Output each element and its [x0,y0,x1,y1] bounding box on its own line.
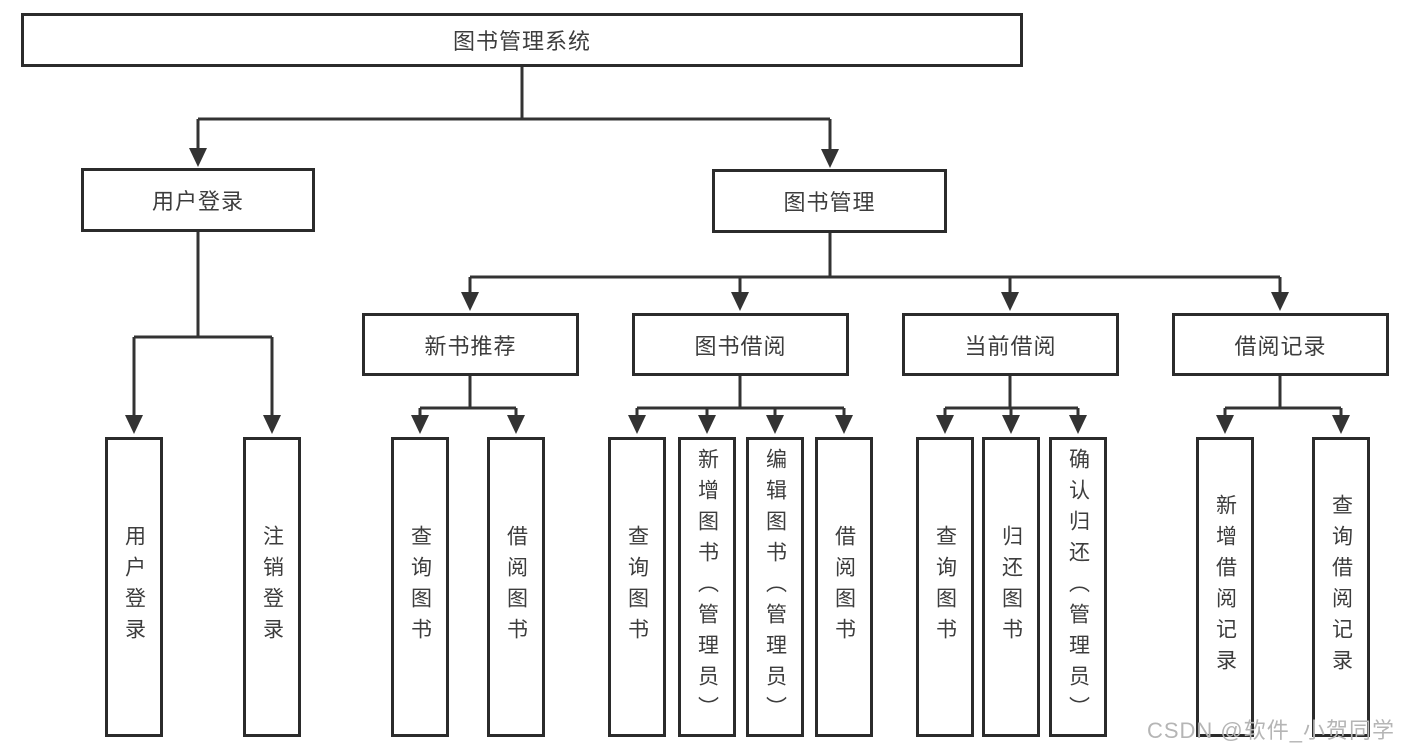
arrow-icon [1216,415,1234,434]
leaf-logout: 注销登录 [243,437,301,737]
arrow-icon [125,415,143,434]
node-root: 图书管理系统 [21,13,1023,67]
leaf-query-books-current: 查询图书 [916,437,974,737]
leaf-borrow-books-label: 借阅图书 [832,525,856,649]
leaf-query-books-borrow-label: 查询图书 [625,525,649,649]
node-new-book-rec: 新书推荐 [362,313,579,376]
leaf-edit-book-admin: 编辑图书（管理员） [746,437,804,737]
leaf-confirm-return-admin-label: 确认归还（管理员） [1066,447,1090,727]
leaf-add-book-admin-label: 新增图书（管理员） [695,447,719,727]
leaf-user-login-label: 用户登录 [122,525,146,649]
node-current-borrow: 当前借阅 [902,313,1119,376]
node-current-borrow-label: 当前借阅 [964,333,1057,359]
arrow-icon [1332,415,1350,434]
arrow-icon [263,415,281,434]
leaf-query-books-borrow: 查询图书 [608,437,666,737]
leaf-confirm-return-admin: 确认归还（管理员） [1049,437,1107,737]
arrow-icon [189,148,207,167]
arrow-icon [1069,415,1087,434]
leaf-edit-book-admin-label: 编辑图书（管理员） [763,447,787,727]
node-new-book-rec-label: 新书推荐 [424,333,517,359]
leaf-add-book-admin: 新增图书（管理员） [678,437,736,737]
leaf-query-books-rec-label: 查询图书 [408,525,432,649]
leaf-borrow-books-rec-label: 借阅图书 [504,525,528,649]
leaf-borrow-books: 借阅图书 [815,437,873,737]
node-book-mgmt: 图书管理 [712,169,947,233]
node-borrow-records: 借阅记录 [1172,313,1389,376]
arrow-icon [821,149,839,168]
arrow-icon [766,415,784,434]
leaf-query-books-current-label: 查询图书 [933,525,957,649]
leaf-user-login: 用户登录 [105,437,163,737]
leaf-add-borrow-record-label: 新增借阅记录 [1213,494,1237,680]
arrow-icon [698,415,716,434]
arrow-icon [731,292,749,311]
node-user-login-label: 用户登录 [151,189,244,214]
watermark: CSDN @软件_小贺同学 [1146,718,1395,743]
leaf-query-borrow-record: 查询借阅记录 [1312,437,1370,737]
arrowheads [125,148,1350,434]
leaf-add-borrow-record: 新增借阅记录 [1196,437,1254,737]
arrow-icon [461,292,479,311]
arrow-icon [1001,292,1019,311]
node-root-label: 图书管理系统 [452,29,591,54]
node-book-mgmt-label: 图书管理 [783,190,876,215]
arrow-icon [1271,292,1289,311]
leaf-query-borrow-record-label: 查询借阅记录 [1329,494,1353,680]
leaf-logout-label: 注销登录 [260,525,284,649]
arrow-icon [936,415,954,434]
arrow-icon [1002,415,1020,434]
leaf-return-book: 归还图书 [982,437,1040,737]
arrow-icon [835,415,853,434]
arrow-icon [411,415,429,434]
arrow-icon [507,415,525,434]
node-book-borrow: 图书借阅 [632,313,849,376]
leaf-query-books-rec: 查询图书 [391,437,449,737]
node-book-borrow-label: 图书借阅 [694,333,787,359]
node-user-login: 用户登录 [81,168,315,232]
arrow-icon [628,415,646,434]
leaf-borrow-books-rec: 借阅图书 [487,437,545,737]
leaf-return-book-label: 归还图书 [999,525,1023,649]
node-borrow-records-label: 借阅记录 [1234,333,1327,359]
